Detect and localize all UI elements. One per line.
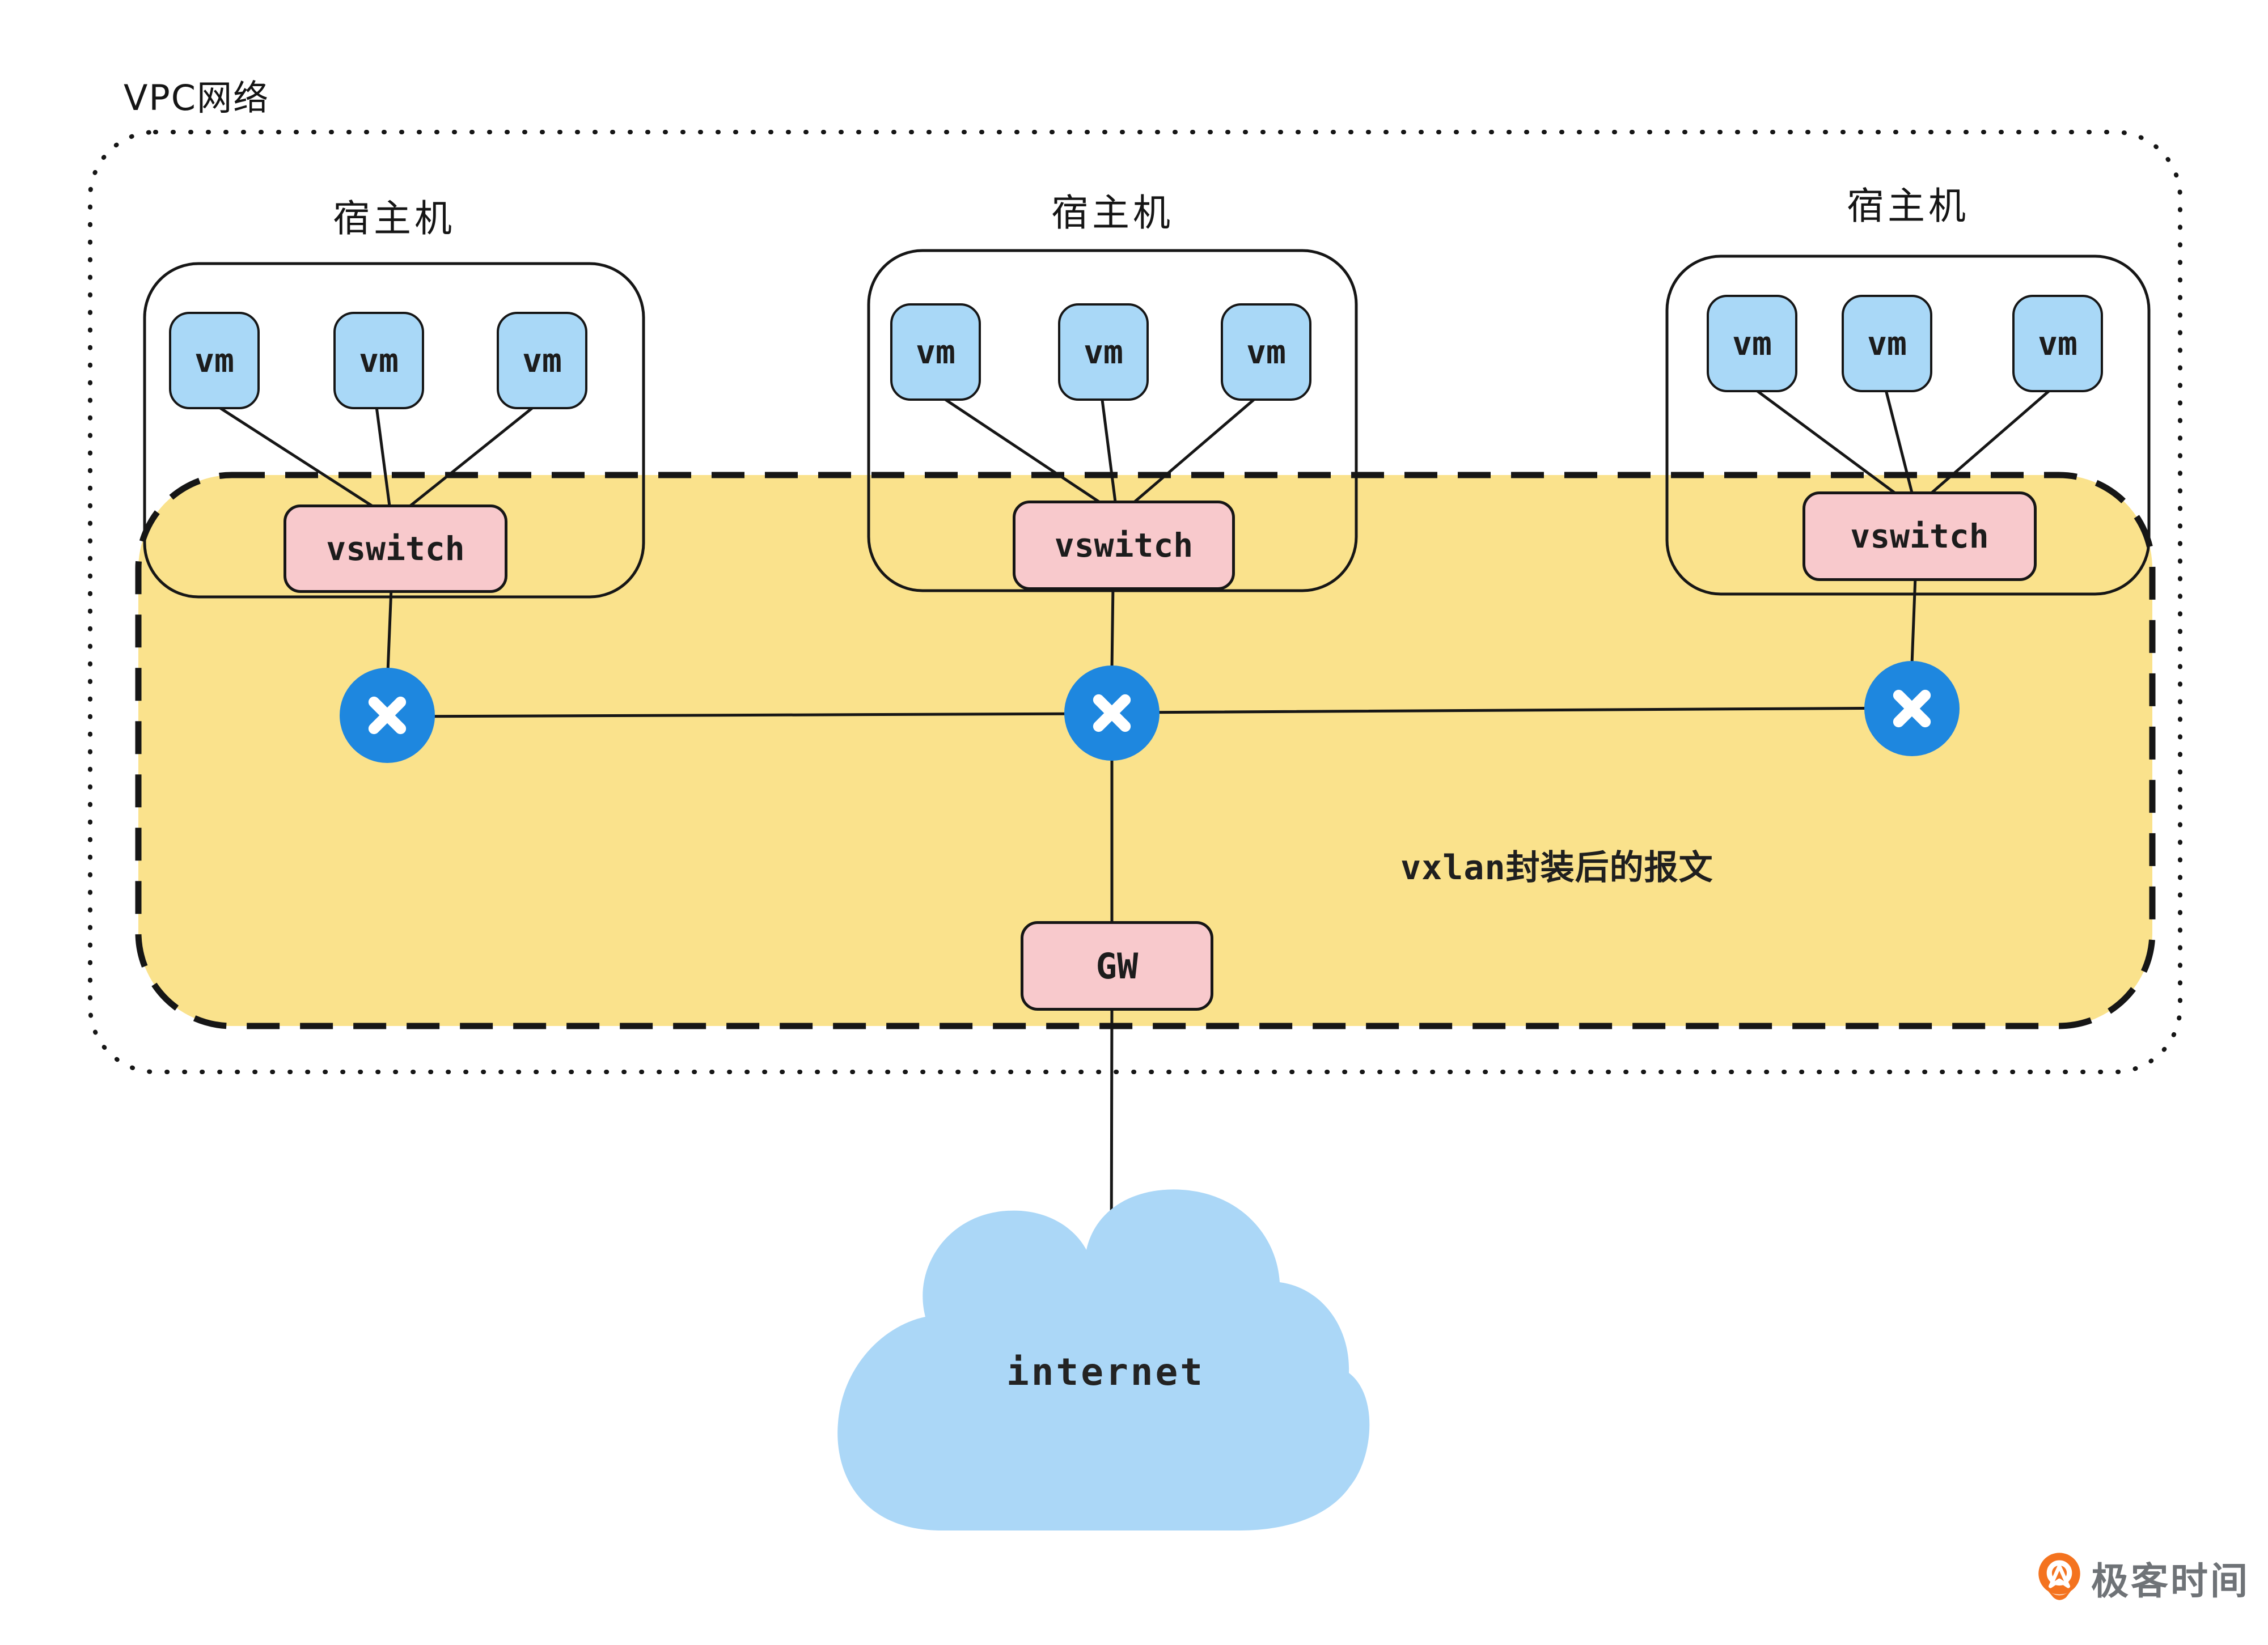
overlay-network-band	[138, 475, 2152, 1026]
outline-strokes	[88, 130, 2182, 1074]
host-2-vswitch: vswitch	[1013, 501, 1235, 590]
connector-line	[931, 389, 1107, 508]
vpc-boundary	[88, 130, 2182, 1074]
vm-label: vm	[2038, 324, 2077, 363]
connector-line	[374, 401, 392, 512]
host-2-vm-1: vm	[890, 303, 981, 401]
connector-line	[1883, 384, 1915, 499]
host-3-vswitch: vswitch	[1802, 491, 2037, 581]
host-1-vswitch: vswitch	[284, 504, 507, 593]
vm-label: vm	[359, 341, 399, 380]
geekbang-logo: 极客时间	[2036, 1551, 2250, 1605]
geekbang-logo-text: 极客时间	[2091, 1559, 2250, 1603]
vtep-x-icon	[1064, 665, 1160, 761]
vtep-x-icon	[340, 668, 435, 763]
vm-label: vm	[194, 341, 234, 380]
vpc-network-title: VPC网络	[124, 77, 270, 118]
host-box	[143, 262, 645, 599]
geekbang-logo-icon	[2038, 1553, 2080, 1600]
vm-label: vm	[1867, 324, 1907, 363]
host-3-label: 宿主机	[1847, 184, 1969, 228]
gateway-box: GW	[1021, 921, 1213, 1011]
connector-line	[1910, 575, 1917, 666]
host-2-label: 宿主机	[1051, 191, 1174, 235]
vtep-x-icon	[1864, 661, 1960, 756]
host-3-vm-1: vm	[1707, 295, 1797, 392]
vxlan-annotation: vxlan封装后的报文	[1400, 848, 1713, 888]
vswitch-label: vswitch	[1850, 517, 1989, 556]
vswitch-label: vswitch	[326, 529, 465, 568]
vm-label: vm	[522, 341, 562, 380]
host-3-vm-2: vm	[1842, 295, 1932, 392]
host-1-vm-2: vm	[333, 312, 424, 409]
vm-label: vm	[1732, 324, 1772, 363]
connector-line	[1122, 706, 1907, 714]
vm-label: vm	[1246, 333, 1286, 371]
host-box	[1665, 255, 2151, 596]
vm-label: vm	[1084, 333, 1123, 371]
host-1-vm-1: vm	[169, 312, 260, 409]
host-3-vm-3: vm	[2012, 295, 2103, 392]
connector-line	[1099, 389, 1118, 508]
host-1-vm-3: vm	[497, 312, 587, 409]
connector-line	[1748, 384, 1902, 499]
vm-label: vm	[916, 333, 955, 371]
connector-line	[386, 587, 393, 673]
host-box	[867, 249, 1358, 592]
connector-line	[1128, 389, 1266, 508]
connector-line	[395, 712, 1102, 718]
host-2-vm-3: vm	[1221, 303, 1311, 401]
x-glyph	[1893, 689, 1931, 728]
host-1-label: 宿主机	[333, 197, 455, 240]
x-glyph	[1093, 694, 1131, 732]
internet-label: internet	[1006, 1350, 1205, 1394]
connector-line	[210, 401, 380, 512]
vswitch-label: vswitch	[1054, 526, 1194, 565]
gateway-label: GW	[1095, 945, 1139, 987]
connector-line	[403, 401, 541, 512]
cloud-icon	[837, 1189, 1370, 1530]
overlay-network-band-border	[135, 472, 2156, 1029]
host-2-vm-2: vm	[1058, 303, 1149, 401]
connector-line	[1925, 384, 2057, 499]
x-glyph	[368, 696, 407, 735]
connector-lines	[210, 384, 2057, 1269]
connector-line	[1110, 584, 1115, 671]
